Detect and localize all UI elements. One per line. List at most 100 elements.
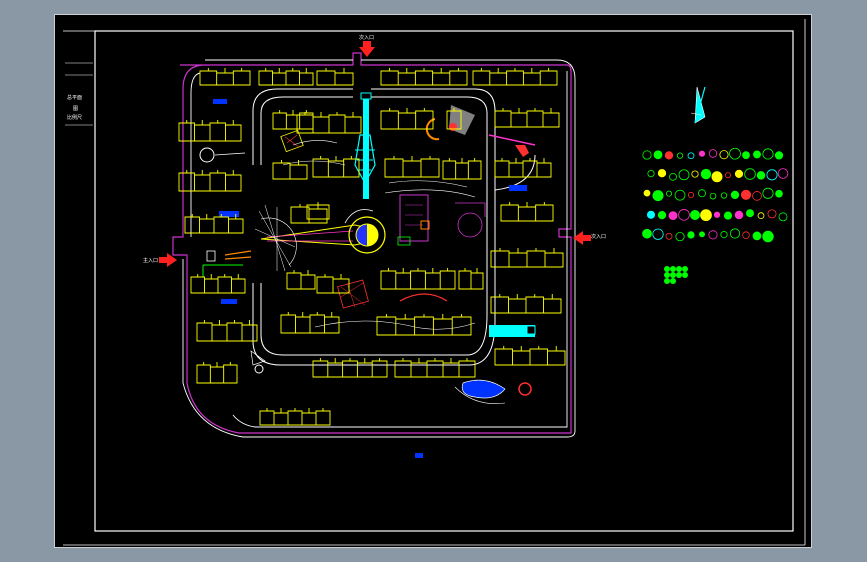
plant-symbol — [752, 191, 762, 201]
building-block — [306, 202, 330, 220]
plant-symbol — [646, 210, 656, 219]
plant-symbol — [730, 190, 740, 200]
central-plaza — [254, 204, 386, 272]
building-block — [280, 312, 340, 334]
building-block — [380, 268, 456, 290]
plant-symbol — [720, 231, 728, 239]
building-block — [380, 108, 434, 130]
plant-symbol — [676, 152, 684, 159]
plant-symbol — [687, 231, 695, 239]
plant-symbol — [711, 171, 723, 183]
plant-symbol — [778, 212, 788, 222]
inner-ring-road — [252, 88, 536, 366]
plant-symbol — [669, 172, 677, 181]
title-block: 总平面 图 比例尺 — [67, 94, 82, 121]
plant-symbol — [734, 210, 744, 220]
plant-symbol — [762, 230, 774, 243]
plant-symbol — [762, 148, 774, 160]
plant-symbol — [689, 209, 701, 220]
north-arrow-symbol — [690, 86, 706, 124]
plant-symbol — [708, 149, 718, 158]
plant-symbol — [652, 228, 664, 240]
plant-symbol — [720, 192, 728, 199]
plant-symbol — [719, 150, 729, 160]
building-block — [190, 274, 246, 294]
plant-symbol — [700, 168, 712, 180]
residential-buildings — [178, 68, 566, 426]
title-block-text-3: 比例尺 — [67, 114, 82, 121]
plant-symbol — [729, 147, 741, 160]
plant-symbol — [687, 191, 695, 199]
entrance-north-label: 次入口 — [359, 34, 374, 41]
plant-symbol — [723, 211, 733, 220]
building-block — [442, 158, 482, 180]
building-block — [490, 294, 562, 314]
title-block-text-2: 图 — [73, 106, 78, 112]
entrance-west: 主入口 — [143, 253, 177, 267]
plant-symbol — [691, 170, 699, 178]
entrance-west-label: 主入口 — [143, 257, 158, 264]
plant-symbol — [775, 189, 783, 198]
building-block — [384, 156, 440, 178]
plant-symbol — [774, 151, 784, 160]
plant-symbol — [742, 231, 750, 239]
building-block — [380, 68, 468, 86]
building-block — [199, 68, 251, 86]
building-block — [494, 108, 560, 128]
plant-symbol — [670, 272, 676, 278]
building-block — [394, 358, 476, 378]
plant-symbol — [699, 231, 705, 238]
plant-symbol — [708, 230, 718, 240]
plant-symbol — [652, 190, 664, 202]
plant-symbol — [767, 209, 777, 219]
title-block-text-1: 总平面 — [67, 94, 82, 101]
building-block — [196, 362, 238, 384]
plant-symbol — [676, 272, 682, 278]
plant-symbol — [665, 190, 673, 197]
building-block — [494, 158, 552, 178]
plant-symbol — [682, 266, 688, 272]
plant-symbol — [670, 278, 676, 284]
building-block — [178, 120, 242, 142]
plant-symbol — [642, 228, 652, 239]
plant-symbol — [725, 172, 731, 179]
plant-symbol — [657, 169, 667, 178]
plant-symbol — [777, 168, 789, 179]
building-block — [376, 314, 472, 336]
plant-symbol — [682, 272, 688, 278]
building-block — [178, 170, 242, 192]
plant-symbol — [664, 272, 670, 278]
building-block — [312, 156, 360, 178]
building-block — [472, 68, 558, 86]
plant-symbol — [745, 209, 755, 218]
building-block — [316, 274, 350, 294]
building-block — [184, 214, 244, 234]
landscape-features — [199, 105, 536, 404]
plant-symbol — [753, 150, 761, 159]
plant-symbol — [675, 231, 685, 242]
plant-symbol — [757, 212, 765, 219]
plant-symbol — [756, 171, 766, 180]
cad-viewport[interactable]: 总平面 图 比例尺 — [54, 14, 812, 548]
building-block — [316, 68, 354, 86]
outer-road — [182, 59, 576, 438]
plant-symbol — [664, 266, 670, 272]
plant-symbol — [734, 169, 744, 178]
plant-symbol — [647, 169, 655, 178]
building-block — [272, 110, 314, 130]
plant-symbol — [674, 189, 686, 201]
plant-symbol — [668, 211, 678, 221]
building-block — [490, 248, 564, 268]
plant-symbol — [678, 209, 690, 221]
plant-symbol — [643, 189, 651, 197]
plant-symbol — [698, 189, 706, 198]
plant-symbol — [664, 151, 674, 160]
building-block — [500, 202, 554, 222]
plant-symbol — [664, 278, 670, 284]
plant-symbol — [676, 266, 682, 272]
building-block — [196, 320, 258, 342]
plant-symbol — [687, 152, 695, 160]
site-boundary — [172, 52, 572, 434]
plant-symbol — [670, 266, 676, 272]
building-block — [296, 112, 362, 134]
